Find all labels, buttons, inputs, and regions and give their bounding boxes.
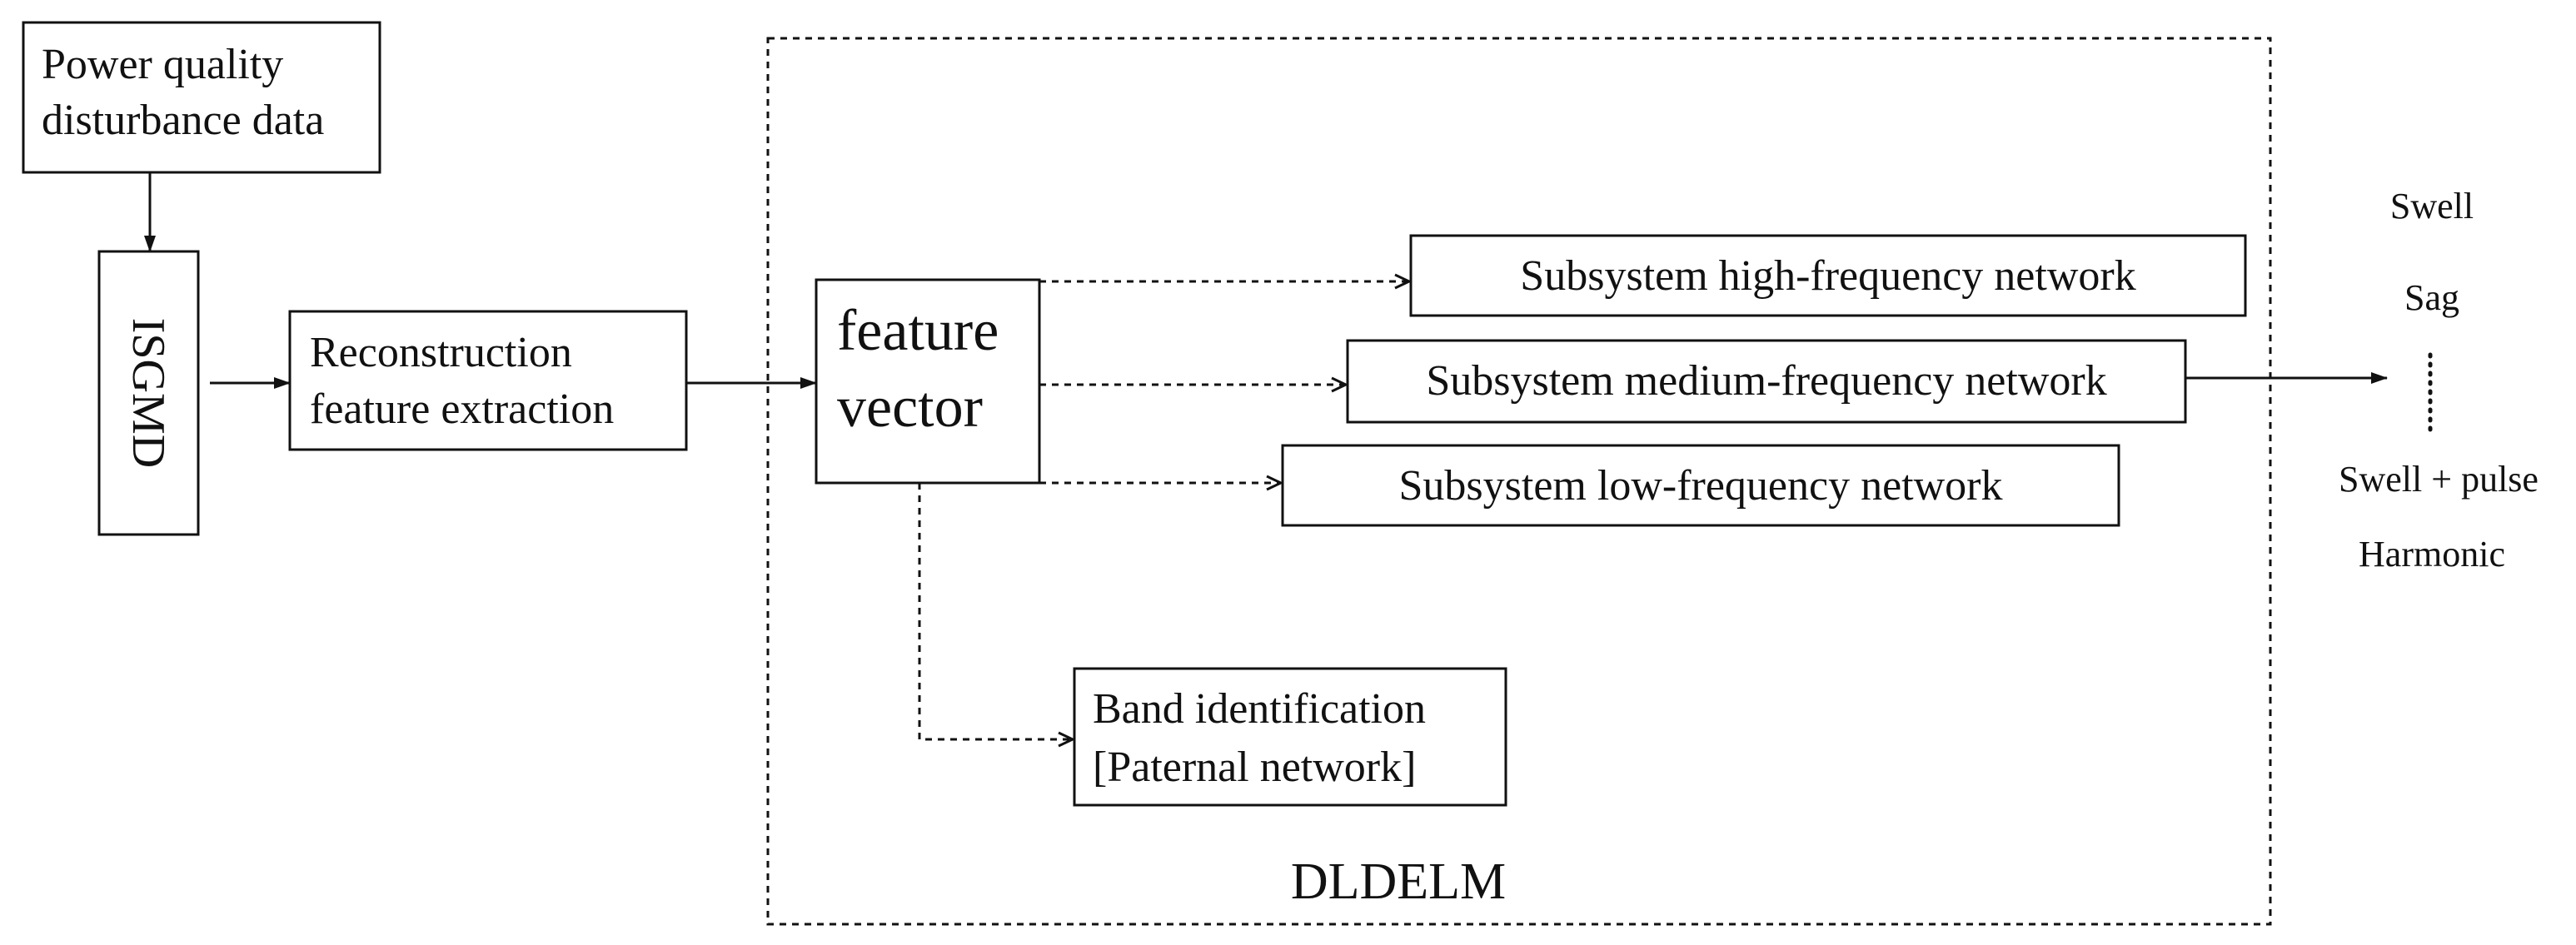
feature-vector-line2: vector (837, 376, 983, 440)
arrow-feature-to-band (918, 483, 1073, 739)
feature-vector-line1: feature (837, 299, 999, 363)
subsystem-high-label: Subsystem high-frequency network (1520, 252, 2135, 300)
subsystem-medium-box: Subsystem medium-frequency network (1346, 339, 2187, 424)
dldelm-label: DLDELM (1291, 853, 1506, 910)
input-data-line1: Power quality (42, 41, 283, 88)
input-data-line2: disturbance data (42, 97, 324, 144)
band-identification-box: Band identification [Paternal network] (1073, 667, 1507, 807)
output-swell: Swell (2390, 186, 2474, 226)
reconstruction-box: Reconstruction feature extraction (288, 310, 688, 451)
feature-vector-box: feature vector (815, 278, 1041, 485)
input-data-box: Power quality disturbance data (22, 21, 381, 174)
band-identification-line1: Band identification (1093, 685, 1426, 733)
subsystem-high-box: Subsystem high-frequency network (1409, 234, 2247, 317)
reconstruction-line2: feature extraction (310, 385, 614, 433)
output-swell-pulse: Swell + pulse (2339, 459, 2539, 500)
dldelm-container (766, 37, 2272, 926)
isgmd-box: ISGMD (97, 250, 200, 536)
subsystem-medium-label: Subsystem medium-frequency network (1426, 357, 2106, 405)
isgmd-label: ISGMD (122, 318, 174, 468)
subsystem-low-label: Subsystem low-frequency network (1399, 462, 2003, 510)
subsystem-low-box: Subsystem low-frequency network (1281, 444, 2120, 527)
output-sag: Sag (2404, 277, 2459, 318)
band-identification-line2: [Paternal network] (1093, 744, 1416, 791)
reconstruction-line1: Reconstruction (310, 329, 572, 376)
output-harmonic: Harmonic (2359, 534, 2505, 574)
